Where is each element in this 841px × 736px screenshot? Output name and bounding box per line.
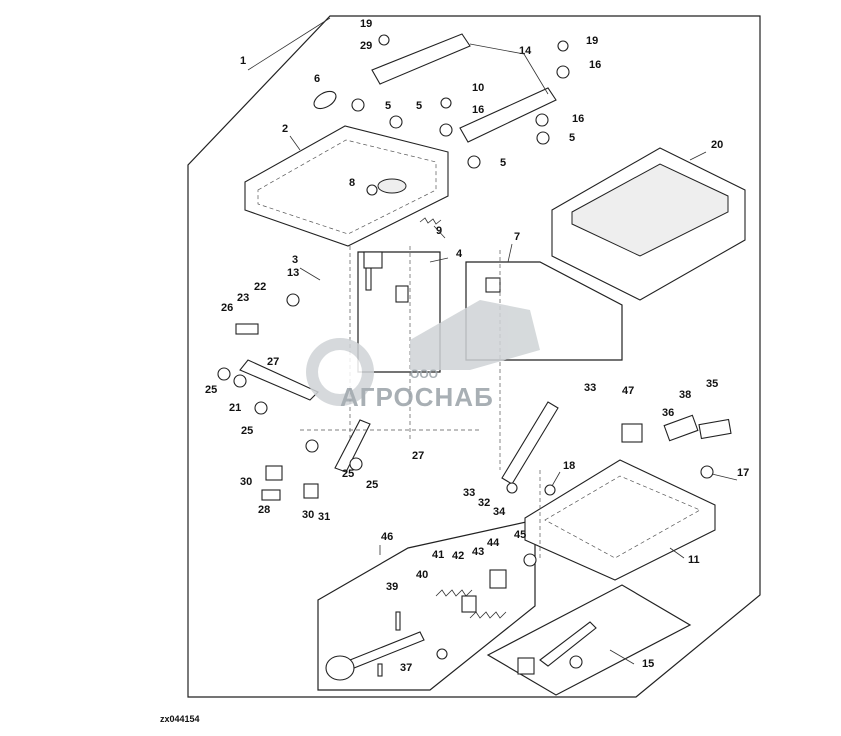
callout-46: 46 [381, 531, 393, 543]
callout-25: 25 [205, 384, 217, 396]
callout-1: 1 [240, 55, 246, 67]
leader-lines [247, 17, 738, 665]
callout-19: 19 [360, 18, 372, 30]
callout-40: 40 [416, 569, 428, 581]
callout-38: 38 [679, 389, 691, 401]
watermark: ООО АГРОСНАБ [306, 300, 540, 412]
callout-42: 42 [452, 550, 464, 562]
callout-43: 43 [472, 546, 484, 558]
leader-line [299, 267, 321, 281]
seat-pan-detail [257, 139, 437, 235]
callout-6: 6 [314, 73, 320, 85]
callout-44: 44 [487, 537, 500, 549]
spring-41 [435, 589, 473, 597]
callout-25: 25 [366, 479, 378, 491]
leader-line [469, 43, 525, 55]
callout-30: 30 [240, 476, 252, 488]
callout-16: 16 [589, 59, 601, 71]
callout-25: 25 [342, 468, 354, 480]
bracket-15 [539, 621, 597, 667]
callout-15: 15 [642, 658, 654, 670]
callout-28: 28 [258, 504, 270, 516]
callout-27: 27 [267, 356, 279, 368]
watermark-prefix: ООО [410, 367, 438, 381]
seat-rail-upper [371, 33, 471, 85]
callout-14: 14 [519, 45, 532, 57]
leader-line [711, 473, 738, 481]
callout-33: 33 [584, 382, 596, 394]
callout-25: 25 [241, 425, 253, 437]
callout-11: 11 [688, 554, 700, 566]
callout-13: 13 [287, 267, 299, 279]
callout-16: 16 [472, 104, 484, 116]
leader-line [609, 649, 635, 665]
callout-33: 33 [463, 487, 475, 499]
callout-17: 17 [737, 467, 749, 479]
seat-pan [244, 125, 449, 247]
leader-line [507, 243, 513, 263]
leader-line [689, 151, 707, 161]
callout-29: 29 [360, 40, 372, 52]
callout-34: 34 [493, 506, 506, 518]
seat-rail-lower [459, 87, 557, 143]
callout-45: 45 [514, 529, 526, 541]
callout-8: 8 [349, 177, 355, 189]
leader-line [523, 53, 549, 95]
subassembly-frame-15 [486, 584, 692, 696]
leader-line [433, 225, 446, 239]
callout-27: 27 [412, 450, 424, 462]
leader-line [551, 471, 561, 487]
callout-23: 23 [237, 292, 249, 304]
callout-21: 21 [229, 402, 241, 414]
callout-5: 5 [500, 157, 506, 169]
spring-42 [469, 611, 507, 619]
lever-knob [325, 655, 355, 681]
callout-36: 36 [662, 407, 674, 419]
callout-20: 20 [711, 139, 723, 151]
callout-5: 5 [569, 132, 575, 144]
subassembly-frame-4 [357, 251, 441, 373]
assembly-lines [300, 246, 541, 560]
callout-31: 31 [318, 511, 330, 523]
callout-19: 19 [586, 35, 598, 47]
seat-pan-hole [377, 178, 407, 194]
leader-line [669, 547, 685, 559]
callout-4: 4 [456, 248, 463, 260]
spring-9 [419, 217, 442, 225]
callout-26: 26 [221, 302, 233, 314]
callout-3: 3 [292, 254, 298, 266]
base-plate [524, 459, 716, 581]
callout-41: 41 [432, 549, 444, 561]
callout-18: 18 [563, 460, 575, 472]
callout-32: 32 [478, 497, 490, 509]
callout-5: 5 [385, 100, 391, 112]
callout-30: 30 [302, 509, 314, 521]
callout-47: 47 [622, 385, 634, 397]
leader-line [289, 135, 301, 151]
callout-5: 5 [416, 100, 422, 112]
callout-2: 2 [282, 123, 288, 135]
leader-line [429, 257, 449, 263]
callout-16: 16 [572, 113, 584, 125]
callout-37: 37 [400, 662, 412, 674]
callout-39: 39 [386, 581, 398, 593]
seat-cushion-inner [571, 163, 729, 257]
shock-absorber [501, 401, 559, 485]
diagram-frame [187, 15, 761, 698]
watermark-name: АГРОСНАБ [340, 382, 494, 412]
small-parts [217, 34, 732, 677]
linkage-lower [334, 419, 371, 473]
callout-22: 22 [254, 281, 266, 293]
callout-35: 35 [706, 378, 718, 390]
base-plate-detail [544, 475, 701, 559]
reference-code: zx044154 [160, 714, 200, 724]
leader-line [247, 17, 331, 71]
callout-7: 7 [514, 231, 520, 243]
callout-10: 10 [472, 82, 484, 94]
subassembly-frame-46 [317, 519, 536, 691]
